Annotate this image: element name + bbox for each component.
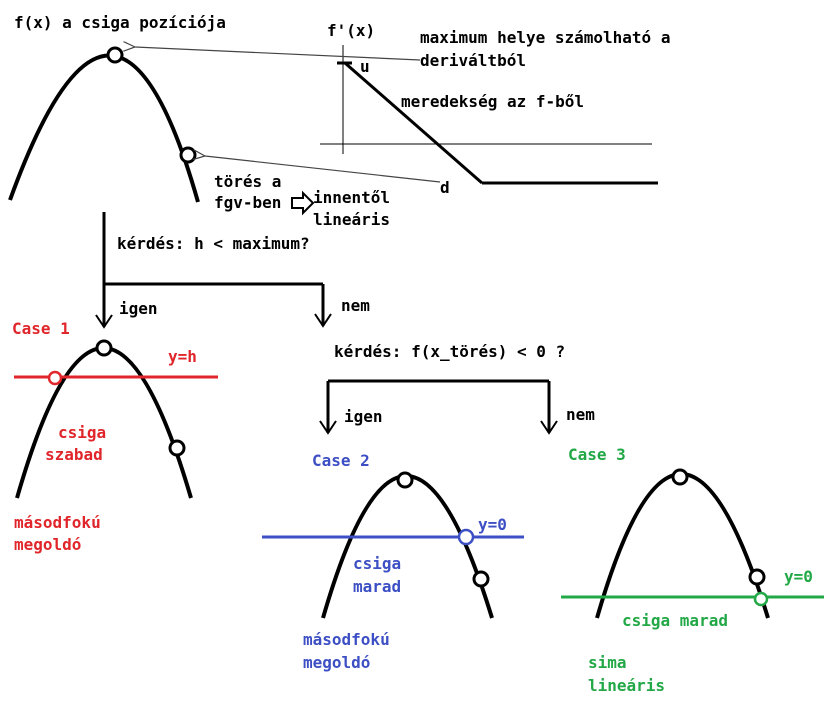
main-parabola [8,53,200,203]
main-max-point [106,46,124,64]
case2-solver1: másodfokú [303,630,390,649]
question1-no: nem [341,296,370,315]
slope-note: meredekség az f-ből [401,92,584,111]
break-note-line4: lineáris [313,210,390,229]
case3-intersection-point [753,591,769,607]
hollow-right-arrow [291,190,315,216]
question2-yes: igen [344,407,383,426]
case3-solver2: lineáris [588,676,665,695]
max-guide-arrow [135,47,421,61]
derivative-axis-label: f'(x) [327,21,375,40]
derivative-d-label: d [440,178,450,197]
break-guide-arrow [205,156,441,183]
case2-solver2: megoldó [303,653,370,672]
derivative-u-label: u [360,57,370,76]
case2-desc1: csiga [353,554,401,573]
question2-no: nem [566,405,595,424]
case1-line-label: y=h [168,347,197,366]
tree1-no-arrowhead [314,313,332,328]
case3-desc: csiga marad [622,611,728,630]
case3-title: Case 3 [568,445,626,464]
case2-break-point [472,570,490,588]
break-note-line3: innentől [313,188,390,207]
case1-desc2: szabad [45,445,103,464]
case1-intersection-point [47,370,63,386]
case2-desc2: marad [353,577,401,596]
case2-parabola [321,474,494,619]
case3-max-point [671,468,689,486]
case3-solver1: sima [588,653,627,672]
question1-yes: igen [119,299,158,318]
case1-solver1: másodfokú [14,513,101,532]
case2-title: Case 2 [312,451,370,470]
break-note-line2: fgv-ben [214,193,281,212]
tree2-yes-arrowhead [319,420,337,435]
question2: kérdés: f(x_törés) < 0 ? [334,342,565,361]
tree2-no-arrowhead [540,420,558,435]
tree1-yes-arrowhead [95,314,113,329]
case2-intersection-point [457,528,475,546]
case1-break-point [168,439,186,457]
case1-solver2: megoldó [14,535,81,554]
question1: kérdés: h < maximum? [117,234,310,253]
derivative-slope-line [344,61,483,185]
break-note-line1: törés a [214,172,281,191]
max-note-line2: deriváltból [420,51,526,70]
case1-title: Case 1 [12,319,70,338]
case3-line-label: y=0 [784,567,813,586]
case1-max-point [95,339,113,357]
diagram-title: f(x) a csiga pozíciója [14,13,226,32]
max-note-line1: maximum helye számolható a [420,28,670,47]
case2-max-point [396,471,414,489]
case1-desc1: csiga [58,423,106,442]
case3-break-point [748,568,766,586]
case2-line-label: y=0 [478,515,507,534]
main-break-point [179,146,197,164]
